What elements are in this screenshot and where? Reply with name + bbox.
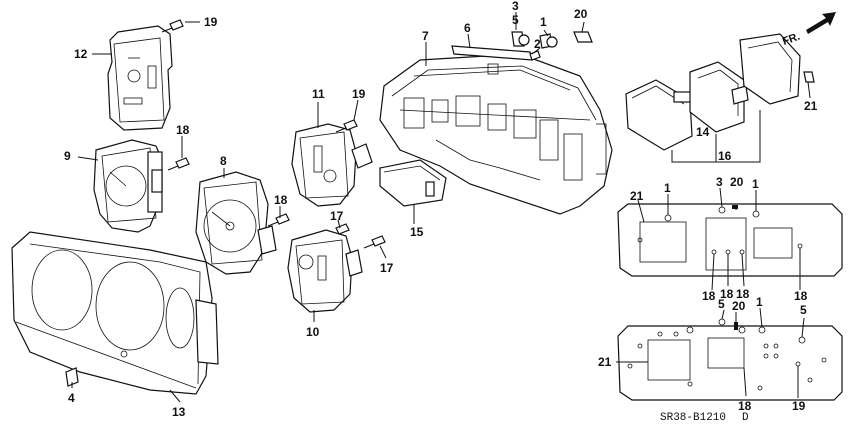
meter-case-7 [379,53,613,215]
screw-17-lower [363,235,386,249]
callout-18-board-lower: 18 [738,399,752,413]
circuit-board-view-lower [617,318,843,401]
callout-11: 11 [312,87,325,101]
callout-10: 10 [306,325,320,339]
callout-17-lower: 17 [380,261,394,275]
printed-circuit-14 [625,79,693,151]
callout-18-board-upper-b: 18 [720,287,734,301]
gauge-face-12 [107,25,173,131]
screw-21-right [803,71,815,83]
peg-4 [65,367,79,387]
callout-20-board-lower: 20 [732,299,746,313]
callout-1-board-upper-a: 1 [664,181,671,195]
callout-21-board-lower: 21 [598,355,612,369]
leader-lines [71,12,811,403]
callout-13: 13 [172,405,186,419]
callout-15: 15 [410,225,424,239]
callout-16: 16 [718,149,732,163]
callout-17-upper: 17 [330,209,344,223]
callout-21-board-upper: 21 [630,189,644,203]
callout-9: 9 [64,149,71,163]
screw-19-top [161,19,200,33]
connector-15 [379,159,447,207]
callout-1-board-lower: 1 [756,295,763,309]
callout-7: 7 [422,29,429,43]
callout-19-top: 19 [204,15,218,29]
callout-1-board-upper-b: 1 [752,177,759,191]
callout-18-board-upper-d: 18 [794,289,808,303]
screw-18-left [167,157,190,171]
callout-3-top: 3 [512,0,519,13]
callout-labels: 19 12 18 9 8 11 19 18 17 17 10 4 13 7 6 … [64,0,818,419]
callout-20-board-upper: 20 [730,175,744,189]
callout-19-middle: 19 [352,87,366,101]
gauge-face-10 [287,229,363,313]
circuit-board-view-upper [617,203,843,277]
clip-20 [573,31,593,43]
callout-19-board-lower: 19 [792,399,806,413]
meter-visor-13 [11,231,219,395]
screw-18-middle [267,213,290,227]
callout-14: 14 [696,125,710,139]
front-direction-arrow [806,12,836,34]
callout-18-middle: 18 [274,193,288,207]
callout-3-board-upper: 3 [716,175,723,189]
callout-20-top: 20 [574,7,588,21]
drawing-code-suffix: D [742,412,749,424]
drawing-code: SR38-B1210 [660,412,726,424]
callout-18-left: 18 [176,123,190,137]
gauge-face-11 [291,123,373,207]
callout-5-top: 5 [512,13,519,27]
callout-18-board-upper-a: 18 [702,289,716,303]
screw-17-upper [335,223,350,235]
callout-1-top: 1 [540,15,547,29]
bracket-part [739,33,801,105]
callout-5-board-lower-b: 5 [800,303,807,317]
gauge-face-9 [93,139,163,233]
printed-circuit-16 [689,61,749,133]
callout-2: 2 [534,37,541,51]
callout-6: 6 [464,21,471,35]
callout-12: 12 [74,47,88,61]
callout-5-board-lower-a: 5 [718,297,725,311]
screw-19-middle [335,119,358,133]
callout-8: 8 [220,154,227,168]
callout-18-board-upper-c: 18 [736,287,750,301]
callout-21-right: 21 [804,99,818,113]
front-direction-label: FR. [781,31,802,48]
gauge-face-8 [195,171,277,275]
callout-4: 4 [68,391,75,405]
